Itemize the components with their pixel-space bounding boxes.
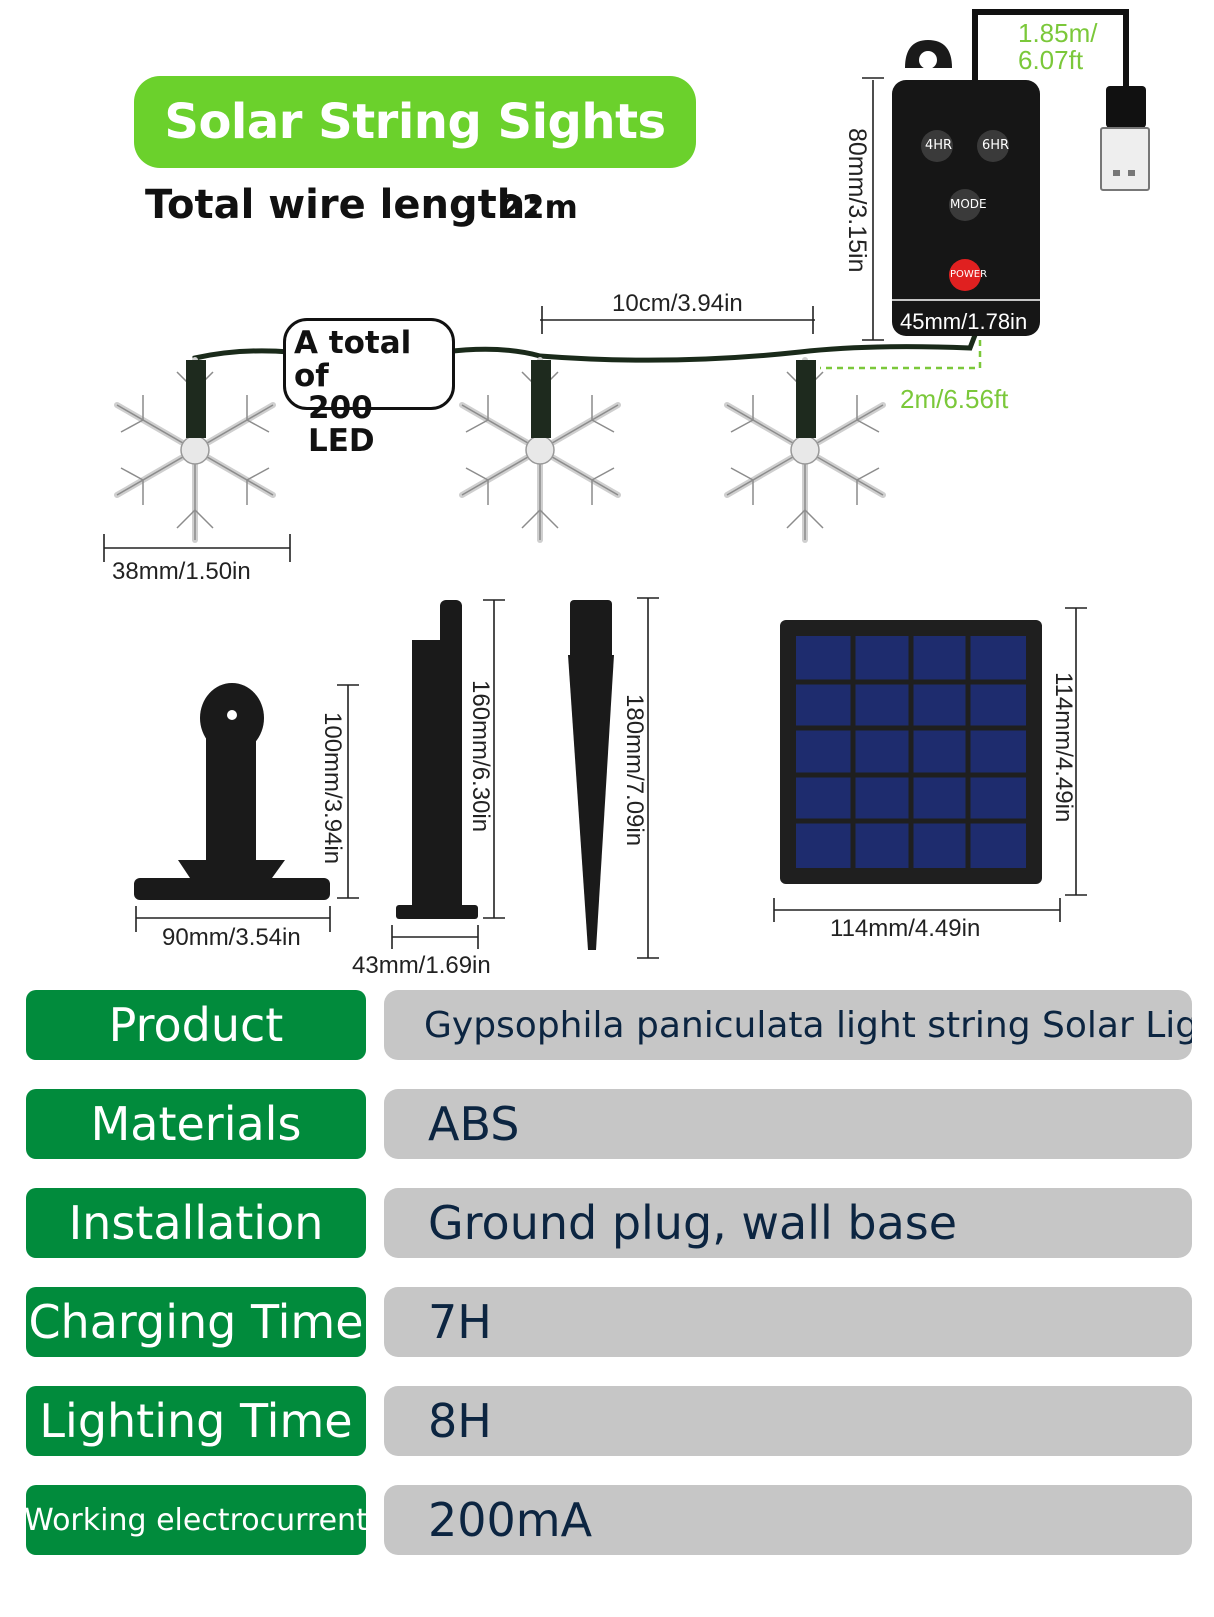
- panel-width-dim: 114mm/4.49in: [830, 915, 981, 942]
- button-4hr: 4HR: [925, 138, 953, 153]
- button-power: POWER: [950, 269, 988, 280]
- led-count-badge: A total of 200 LED: [283, 318, 455, 457]
- lead-wire-dim: 2m/6.56ft: [900, 384, 1009, 414]
- solar-panel: [780, 620, 1042, 884]
- spec-label: Charging Time: [26, 1287, 366, 1357]
- spec-row-working-electrocurrent: Working electrocurrent 200mA: [26, 1485, 1192, 1555]
- spec-value: 7H: [384, 1287, 1192, 1357]
- spec-row-lighting-time: Lighting Time 8H: [26, 1386, 1192, 1456]
- spec-label: Product: [26, 990, 366, 1060]
- base-width-dim: 90mm/3.54in: [162, 924, 301, 951]
- controller-box: [892, 9, 1150, 336]
- wire-length-label: Total wire length:: [145, 182, 542, 228]
- controller-height-dim: 80mm/3.15in: [843, 128, 871, 273]
- wall-base: [134, 683, 330, 900]
- page-title: Solar String Sights: [134, 76, 696, 168]
- spec-value: Gypsophila paniculata light string Solar…: [384, 990, 1192, 1060]
- mounting-pole: [396, 600, 478, 919]
- button-6hr: 6HR: [982, 138, 1010, 153]
- spec-value: 8H: [384, 1386, 1192, 1456]
- spec-row-charging-time: Charging Time 7H: [26, 1287, 1192, 1357]
- button-mode: MODE: [950, 197, 987, 211]
- snowflake-light-1: [117, 360, 273, 540]
- usb-cable-length: 1.85m/ 6.07ft: [1018, 18, 1098, 76]
- stake-height-dim: 180mm/7.09in: [621, 694, 648, 847]
- lead-wire-dash: [820, 340, 982, 370]
- pole-height-dim: 160mm/6.30in: [467, 680, 494, 833]
- led-badge-unit: LED: [308, 422, 375, 459]
- snowflake-light-2: [462, 360, 618, 540]
- ground-stake: [568, 600, 614, 950]
- panel-height-dim: 114mm/4.49in: [1050, 672, 1077, 823]
- spec-row-materials: Materials ABS: [26, 1089, 1192, 1159]
- spec-label: Materials: [26, 1089, 366, 1159]
- spec-value: Ground plug, wall base: [384, 1188, 1192, 1258]
- pole-width-dim: 43mm/1.69in: [352, 952, 491, 979]
- spec-label: Lighting Time: [26, 1386, 366, 1456]
- spec-label: Installation: [26, 1188, 366, 1258]
- spec-row-product: Product Gypsophila paniculata light stri…: [26, 990, 1192, 1060]
- spec-row-installation: Installation Ground plug, wall base: [26, 1188, 1192, 1258]
- product-illustration: [103, 9, 1150, 959]
- snowflake-light-3: [727, 360, 883, 540]
- spec-value: 200mA: [384, 1485, 1192, 1555]
- wire-length-value: 22m: [500, 188, 578, 226]
- led-badge-count: 200: [308, 390, 373, 427]
- spec-label: Working electrocurrent: [26, 1485, 366, 1555]
- controller-width-dim: 45mm/1.78in: [900, 309, 1028, 334]
- spec-value: ABS: [384, 1089, 1192, 1159]
- led-badge-line1: A total of: [294, 325, 412, 394]
- base-height-dim: 100mm/3.94in: [319, 712, 346, 865]
- snowflake-width-dim: 38mm/1.50in: [112, 558, 251, 585]
- led-spacing-dim: 10cm/3.94in: [612, 290, 743, 317]
